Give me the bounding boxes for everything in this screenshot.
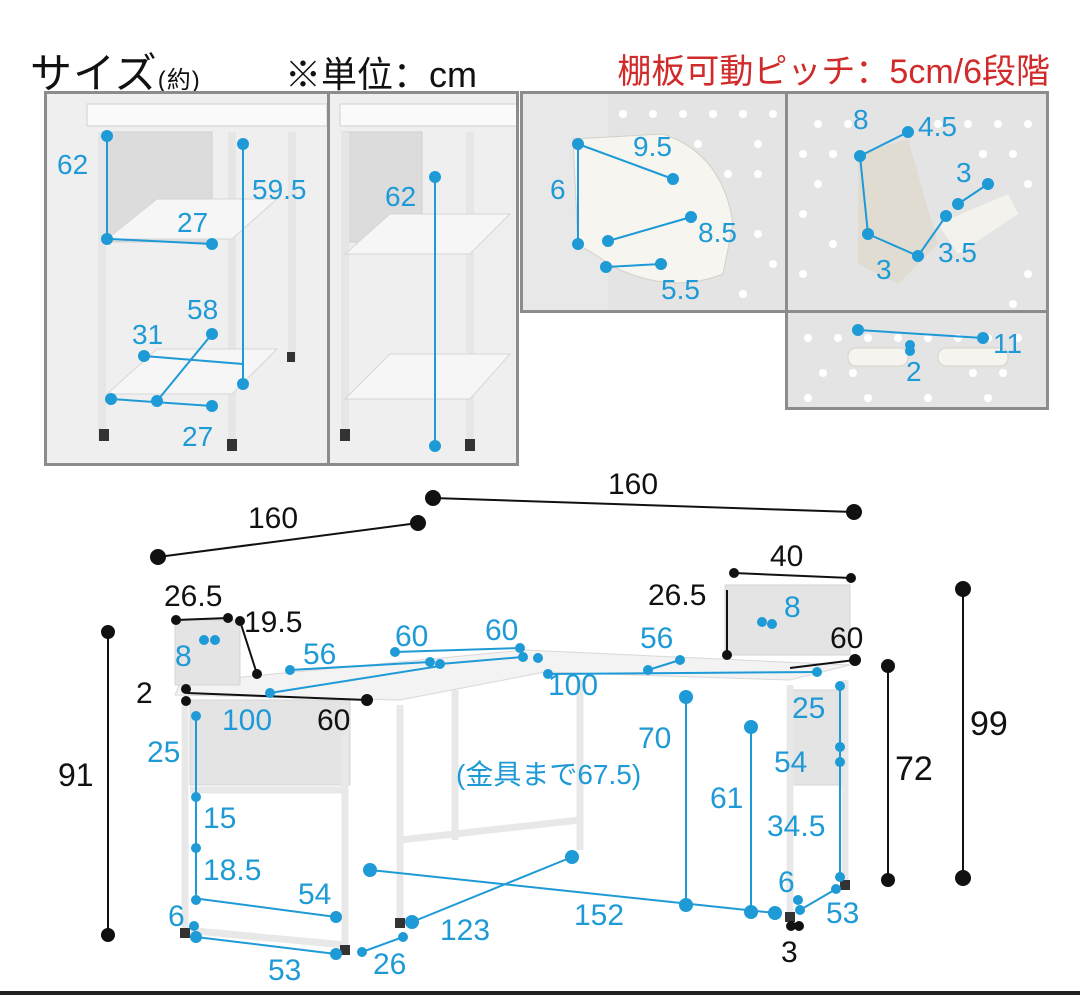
dim-40: 40 — [770, 540, 803, 573]
dim-62-b: 62 — [385, 181, 416, 212]
dim-91: 91 — [58, 757, 94, 793]
cup-holder-drawing: 9.5 6 8.5 5.5 — [523, 94, 785, 310]
dim-15: 15 — [203, 802, 236, 835]
dim-3-5: 3.5 — [938, 237, 977, 268]
dim-27-bottom: 27 — [182, 421, 213, 452]
dim-160-right: 160 — [608, 468, 658, 501]
title-paren: (約) — [157, 67, 201, 94]
dim-56-right: 56 — [640, 622, 673, 655]
dim-54-left: 54 — [298, 878, 331, 911]
dim-56-left: 56 — [303, 638, 336, 671]
dim-31: 31 — [132, 319, 163, 350]
dim-6-left: 6 — [168, 900, 185, 933]
dim-70: 70 — [638, 722, 671, 755]
dim-26-5-left: 26.5 — [164, 580, 222, 613]
blue-dimensions — [189, 617, 845, 960]
pitch-note: 棚板可動ピッチ：5cm/6段階 — [617, 53, 1050, 91]
dim-60-a: 60 — [395, 620, 428, 653]
bottom-divider — [0, 991, 1080, 995]
note-67-5: (金具まで67.5) — [456, 759, 641, 790]
dim-58: 58 — [187, 294, 218, 325]
shelf-right-drawing: 62 — [330, 94, 516, 463]
detail-panel-shelf-right: 62 — [327, 91, 519, 466]
dim-26: 26 — [373, 948, 406, 981]
dim-6: 6 — [550, 174, 566, 205]
dim-4-5: 4.5 — [918, 111, 957, 142]
dim-3-a: 3 — [956, 157, 972, 188]
dim-8-right-rack: 8 — [784, 591, 801, 624]
dim-54-right: 54 — [774, 746, 807, 779]
dim-8-5: 8.5 — [698, 217, 737, 248]
dim-5-5: 5.5 — [661, 274, 700, 305]
page-title: サイズ(約) — [30, 40, 201, 101]
title-text: サイズ — [30, 50, 158, 97]
dim-100-mid: 100 — [548, 669, 598, 702]
black-dimensions — [101, 490, 971, 942]
dim-25-left: 25 — [147, 736, 180, 769]
dim-8-hook: 8 — [853, 104, 869, 135]
hook-rail-drawing: 11 2 — [788, 313, 1046, 407]
dim-60-b: 60 — [485, 614, 518, 647]
dim-152: 152 — [574, 899, 624, 932]
shelf-left-drawing: 62 59.5 27 58 31 27 — [47, 94, 327, 463]
dim-123: 123 — [440, 914, 490, 947]
detail-panel-hook-rail: 11 2 — [785, 310, 1049, 410]
dim-62: 62 — [57, 149, 88, 180]
dim-26-5-right: 26.5 — [648, 579, 706, 612]
dim-18-5: 18.5 — [203, 854, 261, 887]
dim-11: 11 — [993, 328, 1022, 359]
dim-100-left: 100 — [222, 704, 272, 737]
dim-99: 99 — [970, 705, 1008, 743]
detail-panel-cup-holder: 9.5 6 8.5 5.5 — [520, 91, 788, 313]
dim-60-right-rack: 60 — [830, 622, 863, 655]
dim-2-rail: 2 — [906, 356, 922, 387]
detail-panel-shelf-left: 62 59.5 27 58 31 27 — [44, 91, 330, 466]
dim-27-top: 27 — [177, 207, 208, 238]
dim-25-right: 25 — [792, 692, 825, 725]
dim-60-left-desk: 60 — [317, 704, 350, 737]
hooks-drawing: 8 4.5 3 3 3.5 — [788, 94, 1046, 310]
dim-160-left: 160 — [248, 502, 298, 535]
detail-panel-hooks: 8 4.5 3 3 3.5 — [785, 91, 1049, 313]
dim-53-right: 53 — [826, 897, 859, 930]
dim-9-5: 9.5 — [633, 131, 672, 162]
unit-note: ※単位：cm — [285, 54, 477, 95]
dim-8-left-rack: 8 — [175, 640, 192, 673]
dim-6-right: 6 — [778, 866, 795, 899]
dim-61: 61 — [710, 782, 743, 815]
dim-59-5: 59.5 — [252, 174, 307, 205]
dim-34-5: 34.5 — [767, 810, 825, 843]
dim-3: 3 — [781, 936, 798, 969]
dim-72: 72 — [895, 750, 933, 788]
dim-2-small: 2 — [136, 677, 153, 710]
dim-53-left: 53 — [268, 954, 301, 987]
dim-19-5: 19.5 — [244, 606, 302, 639]
dim-3-b: 3 — [876, 254, 892, 285]
main-desk-drawing: 160 160 26.5 19.5 2 40 26.5 60 60 91 72 … — [58, 468, 1008, 987]
